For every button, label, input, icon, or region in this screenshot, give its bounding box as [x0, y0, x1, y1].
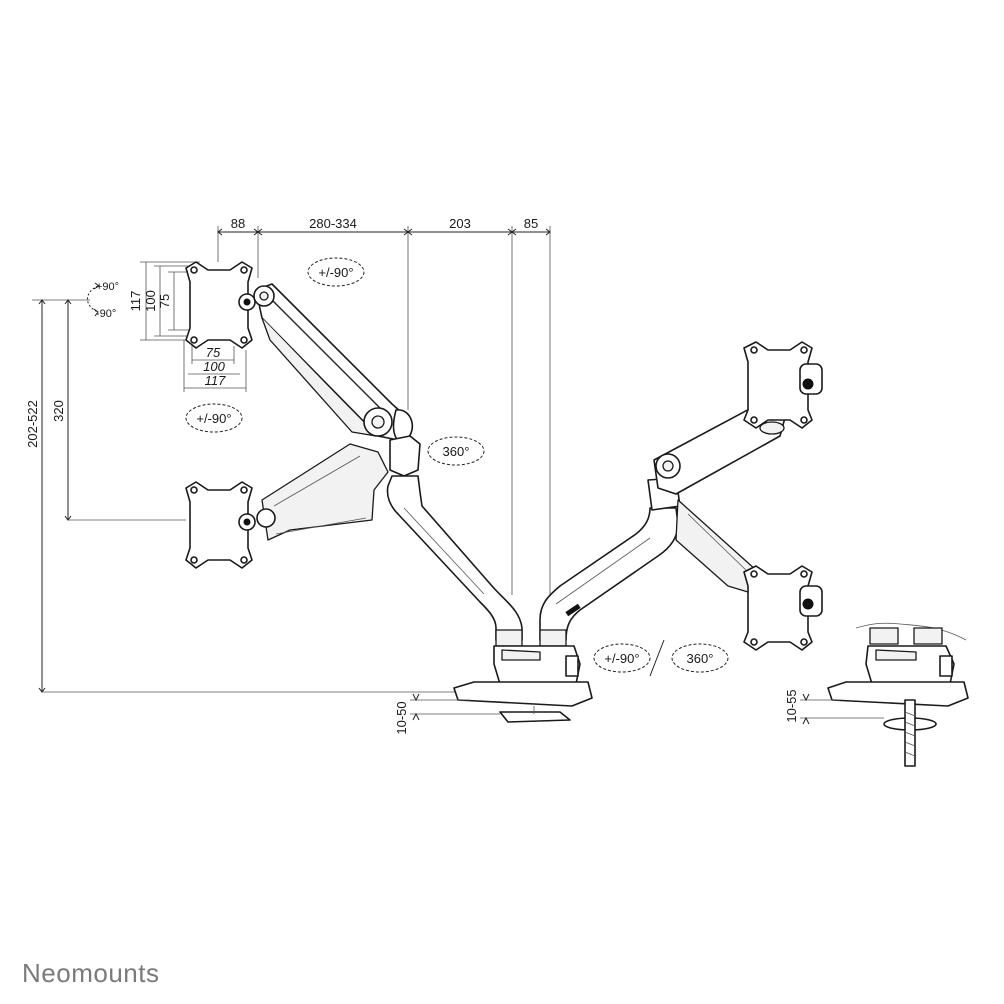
rotate-360-mid-label: 360° — [443, 444, 470, 459]
tilt-up-label: +90° — [96, 281, 119, 293]
height-320-label: 320 — [51, 400, 66, 422]
swivel-left-label: +/-90° — [196, 411, 231, 426]
top-dimension-lines — [217, 226, 551, 600]
tilt-down-label: -90° — [96, 308, 116, 320]
dim-88-label: 88 — [231, 216, 245, 231]
dim-280-334-label: 280-334 — [309, 216, 357, 231]
left-upper-arm — [255, 283, 414, 443]
vesa-v-100-label: 100 — [143, 290, 158, 312]
desk-clamp-base — [453, 629, 593, 723]
vesa-v-117-label: 117 — [128, 291, 143, 312]
vesa-h-100-label: 100 — [203, 359, 225, 374]
vesa-plate-right-upper — [743, 341, 823, 429]
dim-203-label: 203 — [449, 216, 471, 231]
height-dimension-lines — [32, 299, 456, 693]
clamp-desk-label: 10-50 — [394, 701, 409, 734]
vesa-plate-left-lower — [185, 481, 276, 569]
vesa-plate-right-lower — [743, 565, 823, 651]
grommet-desk-label: 10-55 — [784, 689, 799, 722]
grommet-base-detail — [827, 622, 969, 767]
swivel-top-icon — [307, 257, 365, 287]
vesa-horizontal-dimension-lines — [183, 340, 247, 392]
swivel-left-icon — [185, 403, 243, 433]
brand-logo: Neomounts — [22, 958, 160, 988]
rotate-360-mid-icon — [427, 436, 485, 466]
height-total-label: 202-522 — [25, 400, 40, 448]
clamp-dimension-lines — [410, 693, 500, 721]
swivel-bottom-icon — [593, 639, 729, 677]
swivel-top-label: +/-90° — [318, 265, 353, 280]
vesa-h-75-label: 75 — [206, 345, 221, 360]
center-pole-right — [539, 477, 681, 641]
vesa-v-75-label: 75 — [157, 294, 172, 308]
rotate-360-bottom-label: 360° — [687, 651, 714, 666]
tilt-arrow-icon — [87, 282, 100, 317]
left-lower-arm — [261, 443, 389, 541]
center-pole-left — [386, 435, 523, 641]
right-lower-arm — [675, 499, 757, 593]
grommet-dimension-lines — [800, 693, 884, 725]
vesa-h-117-label: 117 — [205, 373, 226, 388]
vesa-plate-left-upper — [185, 261, 275, 349]
swivel-bottom-label: +/-90° — [604, 651, 639, 666]
dim-85-label: 85 — [524, 216, 538, 231]
